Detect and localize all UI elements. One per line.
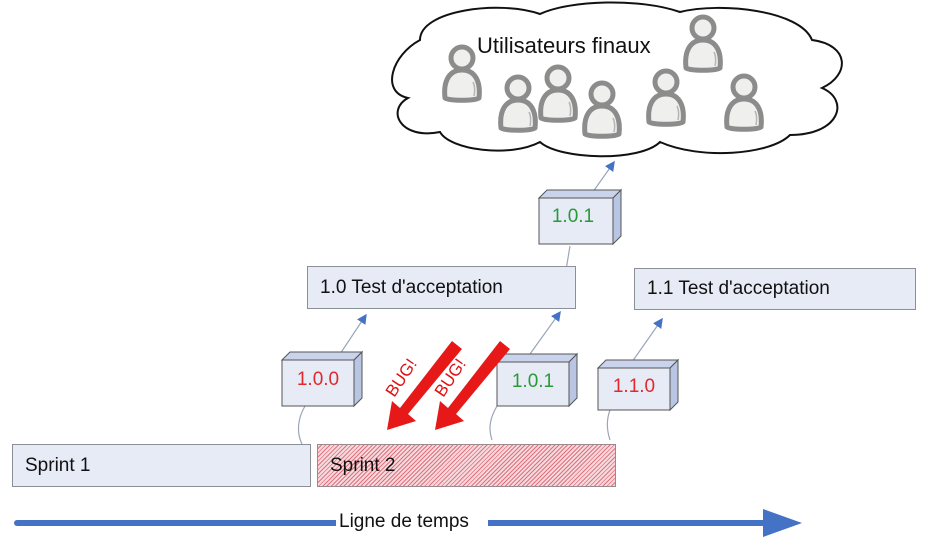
release-cube-1-0-0 (280, 350, 364, 408)
release-1-1-0-label: 1.1.0 (612, 376, 656, 397)
arrow-101-to-test10 (529, 310, 561, 355)
release-1-0-1-label: 1.0.1 (511, 371, 555, 392)
arrow-100-to-test10 (339, 313, 367, 355)
connector-line (297, 405, 306, 445)
connector-line (489, 405, 498, 441)
acceptance-test-1-0: 1.0 Test d'acceptation (307, 266, 576, 309)
user-icon (585, 83, 620, 136)
bug-arrow (435, 341, 510, 430)
end-users-title: Utilisateurs finaux (477, 33, 651, 58)
release-1-0-1-top-label: 1.0.1 (551, 206, 595, 227)
sprint-label: Sprint 1 (25, 454, 91, 476)
sprint-2-bar: Sprint 2 (317, 444, 616, 487)
user-icon (727, 76, 762, 129)
acceptance-test-label: 1.0 Test d'acceptation (320, 276, 503, 298)
sprint-label: Sprint 2 (330, 454, 396, 476)
bug-arrow (387, 341, 462, 430)
user-icon (686, 17, 721, 70)
timeline-arrowhead (763, 509, 802, 537)
user-icon (445, 47, 480, 100)
acceptance-test-1-1: 1.1 Test d'acceptation (634, 268, 916, 310)
connector-line (606, 409, 611, 441)
release-1-0-0-label: 1.0.0 (296, 369, 340, 390)
sprint-1-bar: Sprint 1 (12, 444, 311, 487)
timeline-label: Ligne de temps (339, 511, 469, 532)
release-cube-1-0-1-top (537, 188, 623, 246)
user-icon (501, 77, 536, 130)
user-icon (649, 71, 684, 124)
release-cube-1-0-1 (495, 352, 579, 408)
user-icon (541, 67, 576, 120)
arrow-110-to-test11 (631, 317, 663, 363)
release-cube-1-1-0 (596, 358, 680, 412)
acceptance-test-label: 1.1 Test d'acceptation (647, 278, 830, 299)
